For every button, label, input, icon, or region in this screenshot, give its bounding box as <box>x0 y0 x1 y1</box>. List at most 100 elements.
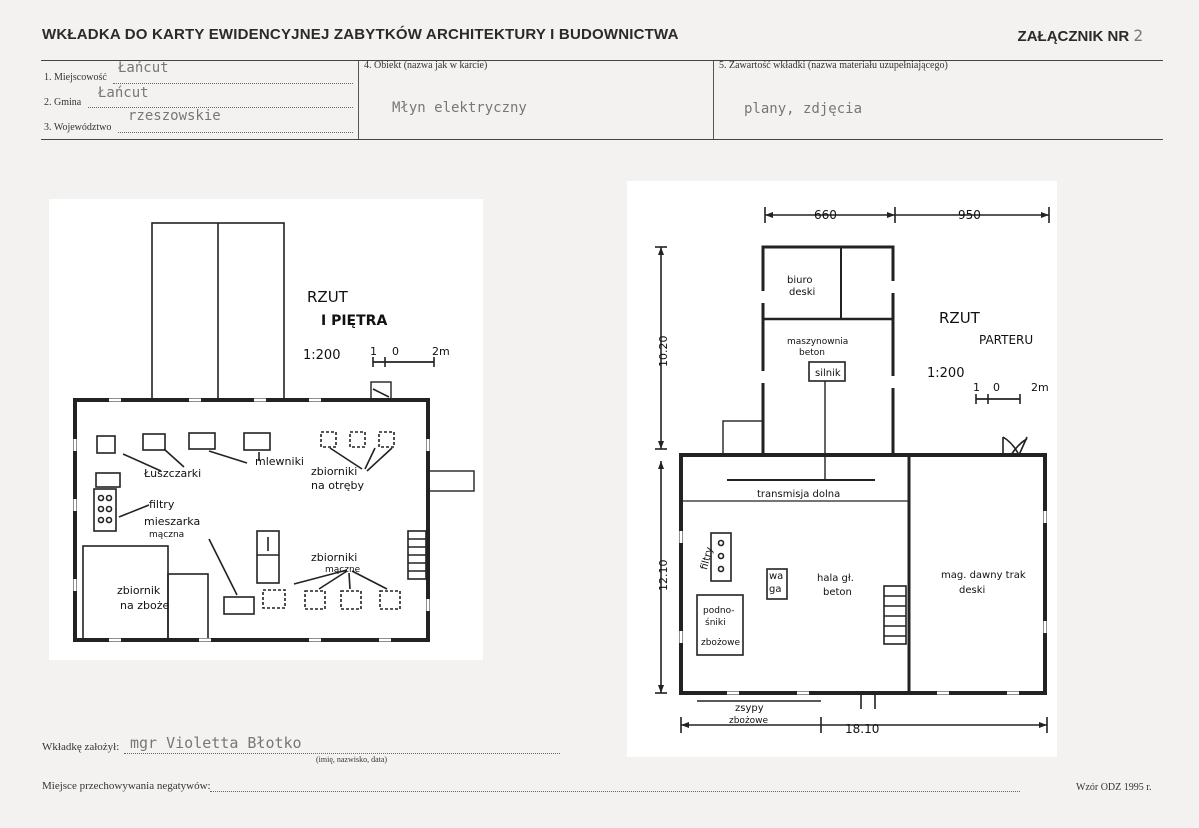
small-annex <box>722 420 764 456</box>
mieszarka-box <box>223 596 255 615</box>
luszczarka-box-2 <box>142 433 166 451</box>
label-filtry: filtry <box>699 546 716 571</box>
luszczarka-box-3 <box>95 472 121 488</box>
label-zbiornik-zboze-1: zbiornik <box>117 584 161 597</box>
door-right-top <box>1002 436 1020 456</box>
gmina-line <box>88 107 353 108</box>
form-bottom-border <box>41 139 1163 140</box>
zalozyl-hint: (imię, nazwisko, data) <box>316 755 388 764</box>
maczne-tank-3 <box>340 590 362 610</box>
label-mlewniki: mlewniki <box>255 455 304 468</box>
label-zsypy-2: zbożowe <box>729 716 769 726</box>
label-maszynownia-beton: beton <box>799 348 825 358</box>
miejscowosc-value: Łańcut <box>118 60 169 76</box>
scale-tick-0-right: 0 <box>993 381 1000 394</box>
center-stair <box>256 530 280 584</box>
plan-ground-floor-drawing: 660 950 10.20 12.10 18.10 RZUT PARTERU 1… <box>655 207 1050 736</box>
annex-label: ZAŁĄCZNIK NR 2 <box>1018 26 1143 45</box>
label-podnosniki-3: zbożowe <box>701 638 741 648</box>
filtry-box <box>93 488 117 532</box>
label-podnosniki-2: śniki <box>705 617 726 628</box>
negatywy-label: Miejsce przechowywania negatywów: <box>42 780 211 792</box>
label-podnosniki-1: podno- <box>703 606 735 616</box>
negatywy-line <box>210 791 1020 792</box>
annex-label-text: ZAŁĄCZNIK NR <box>1017 28 1130 45</box>
otreby-tank-2 <box>349 431 366 448</box>
gmina-label: 2. Gmina <box>44 97 82 108</box>
zbiornik-zboze-annex <box>167 573 209 641</box>
label-zbiornik-zboze-2: na zboże <box>120 599 169 612</box>
label-biuro: biuro <box>787 275 812 286</box>
title-parteru: PARTERU <box>979 333 1033 347</box>
label-hala: hala gł. <box>817 573 854 584</box>
label-transmisja: transmisja dolna <box>757 489 840 500</box>
wojewodztwo-label: 3. Województwo <box>44 122 112 133</box>
plan-first-floor: RZUT I PIĘTRA 1:200 1 0 2m Łuszczarki ml… <box>49 199 483 660</box>
obiekt-value: Młyn elektryczny <box>392 100 527 116</box>
hall-stair <box>883 585 907 645</box>
main-hall-walls <box>679 453 1047 695</box>
main-walls <box>73 398 430 642</box>
label-zbiorniki-maczne-1: zbiorniki <box>311 551 357 564</box>
label-mieszarka-1: mieszarka <box>144 515 200 528</box>
filtry-box <box>710 532 732 582</box>
wzor-label: Wzór ODZ 1995 r. <box>1076 782 1152 793</box>
upper-wing-walls <box>761 245 895 457</box>
label-biuro-deski: deski <box>789 287 815 298</box>
annex-number: 2 <box>1133 26 1143 45</box>
silnik-box <box>808 361 846 382</box>
maczne-tank-4 <box>379 590 401 610</box>
miejscowosc-line <box>113 83 353 84</box>
wojewodztwo-value: rzeszowskie <box>128 108 221 124</box>
scale-tick-2m: 2m <box>432 345 450 358</box>
label-magazyn-deski: deski <box>959 585 985 596</box>
label-waga-2: ga <box>769 584 781 595</box>
zawartosc-value: plany, zdjęcia <box>744 101 863 117</box>
title-rzut-right: RZUT <box>939 309 981 327</box>
dim-950: 950 <box>958 208 981 222</box>
stair-hatch <box>370 381 392 401</box>
label-zbiorniki-maczne-2: mączne <box>325 565 361 575</box>
label-hala-beton: beton <box>823 587 852 598</box>
dim-1810: 18.10 <box>845 722 879 736</box>
mlewnik-box-1 <box>188 432 216 450</box>
dim-1210: 12.10 <box>657 560 670 592</box>
zalozyl-line <box>124 753 560 754</box>
zalozyl-value: mgr Violetta Błotko <box>130 734 302 752</box>
zalozyl-label: Wkładkę założył: <box>42 741 120 753</box>
waga-box <box>766 568 788 600</box>
wojewodztwo-line <box>118 132 353 133</box>
scale-text: 1:200 <box>303 348 340 363</box>
label-waga-1: wa <box>769 571 783 582</box>
side-annex <box>427 470 475 492</box>
scale-tick-1-right: 1 <box>973 381 980 394</box>
plan-first-floor-drawing: RZUT I PIĘTRA 1:200 1 0 2m Łuszczarki ml… <box>73 222 475 642</box>
maczne-tank-2 <box>304 590 326 610</box>
label-zbiorniki-otreby-2: na otręby <box>311 479 365 492</box>
scale-tick-0: 0 <box>392 345 399 358</box>
otreby-tank-3 <box>378 431 395 448</box>
luszczarka-box-1 <box>96 435 116 454</box>
title-pietra: I PIĘTRA <box>321 313 387 329</box>
form-top-border <box>41 60 1163 61</box>
podnosniki-box <box>696 594 744 656</box>
zawartosc-label: 5. Zawartość wkładki (nazwa materiału uz… <box>719 60 948 71</box>
label-zbiorniki-otreby-1: zbiorniki <box>311 465 357 478</box>
label-maszynownia: maszynownia <box>787 337 848 347</box>
miejscowosc-label: 1. Miejscowość <box>44 72 107 83</box>
title-rzut: RZUT <box>307 288 349 306</box>
scale-tick-2m-right: 2m <box>1031 381 1049 394</box>
document-title: WKŁADKA DO KARTY EWIDENCYJNEJ ZABYTKÓW A… <box>42 26 679 43</box>
door-bottom <box>860 693 876 709</box>
dim-660: 660 <box>814 208 837 222</box>
label-mieszarka-2: mączna <box>149 530 184 540</box>
form-divider-2 <box>713 61 714 139</box>
gmina-value: Łańcut <box>98 85 149 101</box>
label-magazyn: mag. dawny trak <box>941 570 1026 581</box>
label-filtry: filtry <box>149 498 175 511</box>
label-zsypy-1: zsypy <box>735 703 764 714</box>
scale-text-right: 1:200 <box>927 366 964 381</box>
dim-1020: 10.20 <box>657 336 670 368</box>
otreby-tank-1 <box>320 431 337 448</box>
obiekt-label: 4. Obiekt (nazwa jak w karcie) <box>364 60 488 71</box>
